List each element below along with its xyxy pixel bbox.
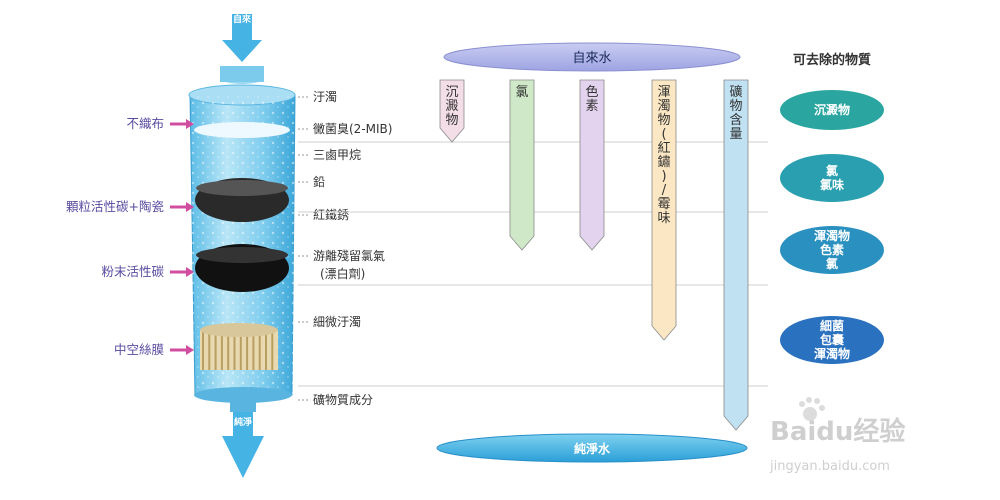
contaminant-label: 游離殘留氯氣 <box>313 248 385 263</box>
column-char: 紅 <box>657 141 670 156</box>
outlet-arrow <box>222 412 264 478</box>
inlet-arrow <box>222 14 262 62</box>
filter-layer-label: 粉末活性碳 <box>101 264 164 279</box>
paw-icon <box>799 397 825 421</box>
column-char: / <box>662 183 667 198</box>
column-char: 量 <box>729 127 742 142</box>
column-arrow <box>723 79 749 431</box>
badge-line: 氯味 <box>820 177 844 192</box>
watermark-brand: Baidu经验 <box>770 416 905 447</box>
removable-badge: 沉澱物 <box>780 90 884 130</box>
removable-substances-header: 可去除的物質 <box>793 52 871 68</box>
column-char: 物 <box>729 99 742 114</box>
removal-column: 沉澱物 <box>439 79 465 143</box>
filter-layer-label: 不織布 <box>126 116 164 131</box>
top-ellipse: 自來水 <box>443 42 741 72</box>
badge-line: 色素 <box>820 242 844 257</box>
non-woven-layer <box>194 122 290 138</box>
contaminant-label: 紅鐵銹 <box>313 207 349 222</box>
filter-cylinder: 自來 純淨 <box>188 13 296 478</box>
column-char: ( <box>661 127 666 142</box>
outlet-label: 純淨 <box>234 416 252 428</box>
arrow-right-icon <box>186 119 194 129</box>
arrow-right-icon <box>186 267 194 277</box>
column-char: 鏽 <box>657 155 670 170</box>
badge-shape <box>780 316 884 364</box>
filter-layer-label: 中空絲膜 <box>114 342 164 357</box>
removal-columns: 沉澱物氯色素渾濁物(紅鏽)/霉味礦物含量 <box>439 79 749 431</box>
badge-shape <box>780 90 884 130</box>
column-char: 含 <box>729 112 742 128</box>
badge-line: 氯 <box>826 163 838 178</box>
column-arrow <box>579 79 605 251</box>
removal-column: 渾濁物(紅鏽)/霉味 <box>651 79 677 341</box>
badge-line: 渾濁物 <box>814 346 850 361</box>
removable-badge: 氯氯味 <box>780 154 884 202</box>
badge-line: 沉澱物 <box>814 102 850 117</box>
badge-line: 渾濁物 <box>814 228 850 243</box>
top-ellipse-label: 自來水 <box>572 51 611 66</box>
badge-shape <box>780 226 884 274</box>
column-char: 沉 <box>445 85 458 100</box>
column-char: 礦 <box>729 84 742 100</box>
contaminant-label: 礦物質成分 <box>313 392 373 407</box>
badge-shape <box>780 154 884 202</box>
arrow-right-icon <box>186 202 194 212</box>
column-char: 味 <box>657 211 670 226</box>
column-char: 色 <box>585 84 598 100</box>
column-char: ) <box>661 169 666 184</box>
removal-column: 色素 <box>579 79 605 251</box>
contaminant-label: (漂白劑) <box>320 266 365 281</box>
contaminant-label: 細微汙濁 <box>313 315 361 329</box>
column-char: 素 <box>585 99 598 114</box>
contaminant-label: 黴菌臭(2-MIB) <box>313 121 392 136</box>
badge-line: 細菌 <box>820 318 844 333</box>
column-char: 物 <box>657 113 670 128</box>
contaminant-label: 汙濁 <box>313 90 337 104</box>
filter-layer-label: 顆粒活性碳+陶瓷 <box>66 199 164 214</box>
watermark-url: jingyan.baidu.com <box>769 459 890 474</box>
bottom-ellipse-label: 純淨水 <box>574 441 611 456</box>
inlet-label: 自來 <box>233 13 252 25</box>
column-char: 渾 <box>657 84 670 100</box>
column-arrow <box>439 79 465 143</box>
column-char: 濁 <box>657 98 670 114</box>
badge-line: 包囊 <box>819 332 845 347</box>
column-char: 霉 <box>657 197 670 212</box>
column-char: 氯 <box>515 85 528 100</box>
arrow-right-icon <box>186 345 194 355</box>
column-char: 物 <box>445 113 458 128</box>
hollow-fiber-membrane <box>200 323 278 370</box>
watermark-logo <box>799 397 825 421</box>
column-arrow <box>509 79 535 251</box>
badge-line: 氯 <box>826 256 838 271</box>
contaminant-label: 三鹵甲烷 <box>313 148 361 162</box>
column-char: 澱 <box>445 99 458 114</box>
column-arrow <box>651 79 677 341</box>
removal-column: 氯 <box>509 79 535 251</box>
contaminant-label: 鉛 <box>313 175 325 189</box>
bottom-ellipse: 純淨水 <box>436 433 748 463</box>
